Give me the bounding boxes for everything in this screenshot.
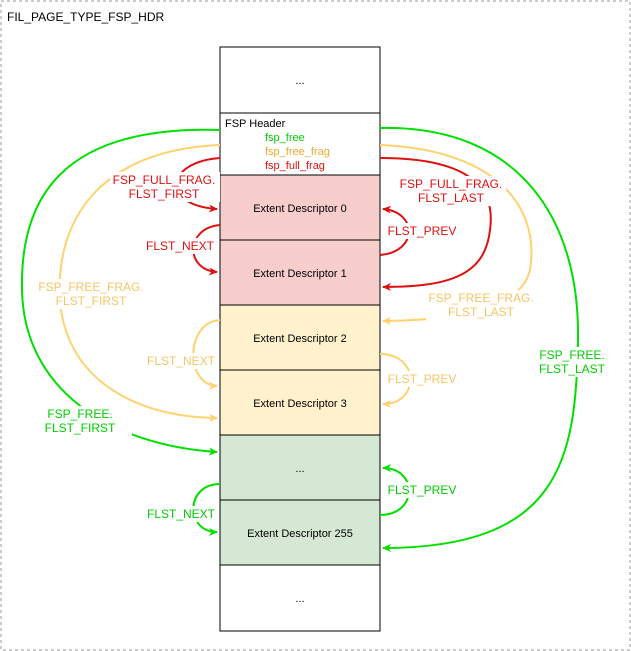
extent-descriptor-3-label: Extent Descriptor 3 (253, 398, 347, 410)
fsp-header-box (219, 112, 381, 176)
top-ellipsis-text: ... (295, 75, 304, 87)
free-last-label-line1: FSP_FREE. (539, 348, 604, 362)
fsp-free-frag-field: fsp_free_frag (265, 146, 330, 158)
free-frag-last-label-line1: FSP_FREE_FRAG. (428, 291, 533, 305)
extent-descriptor-255-box (219, 499, 381, 566)
fsp-header-title: FSP Header (225, 118, 286, 130)
extent-descriptor-0-label: Extent Descriptor 0 (253, 203, 347, 215)
extent-descriptor-3-box (219, 369, 381, 436)
free-prev-label: FLST_PREV (388, 483, 457, 497)
full-frag-last-arrow (379, 157, 492, 291)
full-frag-first-label-line2: FLST_FIRST (129, 187, 200, 201)
extent-descriptor-1-box (219, 239, 381, 306)
extent-descriptor-255-label: Extent Descriptor 255 (247, 528, 353, 540)
full-frag-last-label-line2: FLST_LAST (418, 191, 485, 205)
free-next-label: FLST_NEXT (147, 507, 216, 521)
free-first-label-line2: FLST_FIRST (45, 421, 116, 435)
top-ellipsis-box (219, 46, 381, 114)
bottom-ellipsis-text: ... (295, 593, 304, 605)
extent-descriptor-1-label: Extent Descriptor 1 (253, 268, 347, 280)
free-frag-first-label-line2: FLST_FIRST (56, 294, 127, 308)
bottom-ellipsis-box (219, 564, 381, 632)
free-last-arrow (379, 126, 580, 552)
full-frag-next-label: FLST_NEXT (146, 239, 215, 253)
page-type-title: FIL_PAGE_TYPE_FSP_HDR (7, 10, 165, 24)
free-frag-next-label: FLST_NEXT (147, 354, 216, 368)
extent-descriptor-2-label: Extent Descriptor 2 (253, 333, 347, 345)
full-frag-last-label-line1: FSP_FULL_FRAG. (400, 177, 503, 191)
free-frag-first-label-line1: FSP_FREE_FRAG. (38, 280, 143, 294)
extent-descriptor-ellipsis-box (219, 434, 381, 501)
fsp-free-field: fsp_free (265, 132, 305, 144)
free-last-label-line2: FLST_LAST (539, 362, 606, 376)
full-frag-first-label-line1: FSP_FULL_FRAG. (113, 173, 216, 187)
extent-descriptor-ellipsis-label: ... (295, 463, 304, 475)
free-frag-last-label-line2: FLST_LAST (448, 305, 515, 319)
free-frag-prev-label: FLST_PREV (388, 372, 457, 386)
fsp-full-frag-field: fsp_full_frag (265, 160, 325, 172)
free-first-label-line1: FSP_FREE. (47, 407, 112, 421)
full-frag-prev-label: FLST_PREV (388, 224, 457, 238)
extent-descriptor-2-box (219, 304, 381, 371)
